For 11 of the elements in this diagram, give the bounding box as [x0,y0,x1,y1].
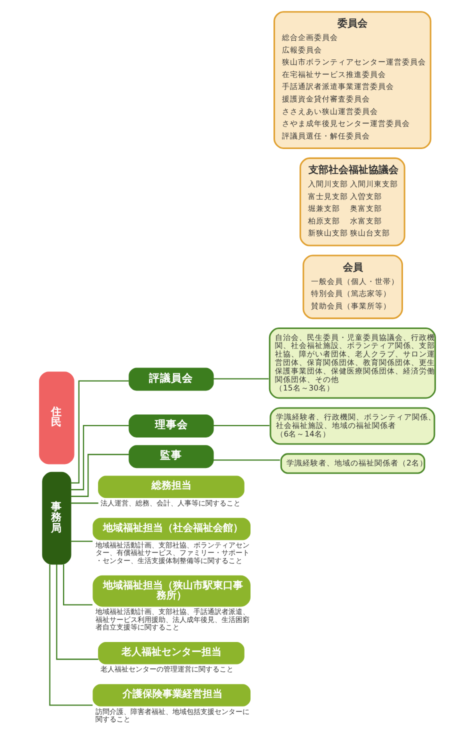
connector [212,425,269,426]
connector [70,380,128,484]
connector [56,564,98,660]
connector [212,459,280,461]
connector [212,378,268,380]
connector [70,502,98,504]
connector [70,454,128,497]
connector [48,564,92,706]
connector [70,540,92,542]
connector [70,425,128,490]
connector [62,564,92,606]
